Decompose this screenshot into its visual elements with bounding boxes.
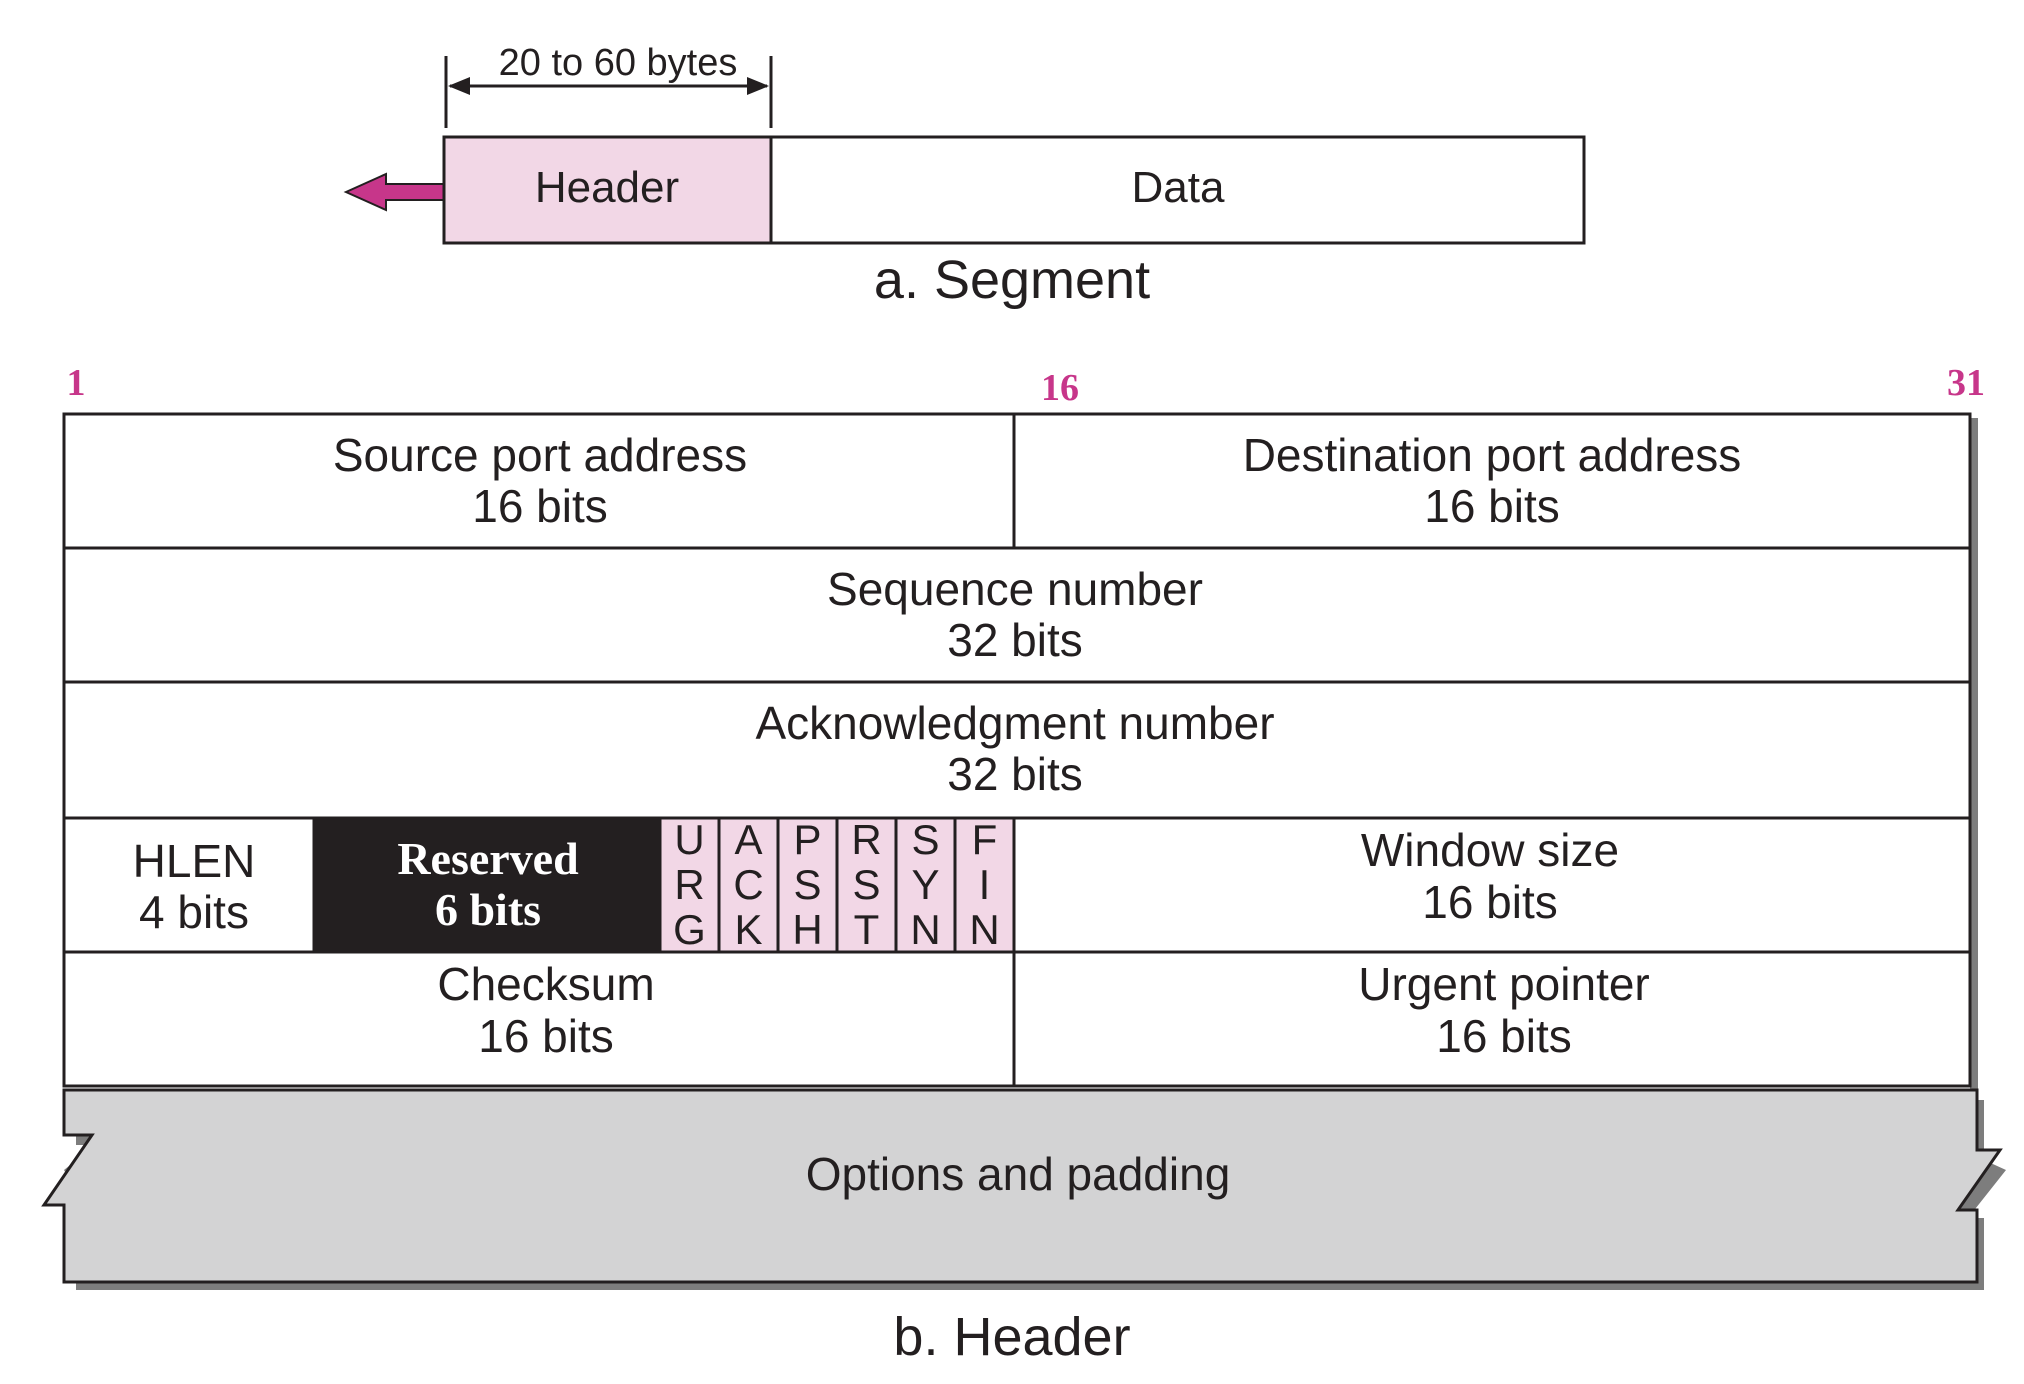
options-field: Options and padding bbox=[41, 1088, 2006, 1290]
flag-letter: R bbox=[674, 861, 704, 908]
options-box bbox=[41, 1088, 2003, 1284]
flag-cell bbox=[717, 816, 780, 954]
hlen-bits: 4 bits bbox=[139, 886, 249, 938]
acknowledgment-number-name: Acknowledgment number bbox=[755, 697, 1274, 749]
window-size-name: Window size bbox=[1361, 824, 1619, 876]
flag-letter: P bbox=[793, 816, 821, 863]
hlen-name: HLEN bbox=[133, 835, 256, 887]
table-shadow bbox=[1970, 418, 1978, 1094]
window-size-bits: 16 bits bbox=[1422, 876, 1558, 928]
flag-letter: G bbox=[673, 906, 706, 953]
header-figure: 1 16 31 Options and padding Source port … bbox=[41, 362, 2006, 1367]
segment-caption: a. Segment bbox=[874, 250, 1150, 310]
segment-header-label: Header bbox=[535, 163, 679, 212]
flag-letter: N bbox=[910, 906, 940, 953]
segment-data-box bbox=[769, 135, 1586, 245]
checksum-name: Checksum bbox=[437, 958, 654, 1010]
source-port-field bbox=[62, 412, 1016, 550]
flag-cell bbox=[776, 816, 839, 954]
segment-size-label: 20 to 60 bytes bbox=[499, 42, 738, 84]
checksum-bits: 16 bits bbox=[478, 1010, 614, 1062]
urgent-pointer-bits: 16 bits bbox=[1436, 1010, 1572, 1062]
bit-number-mid: 16 bbox=[1041, 367, 1079, 409]
source-port-bits: 16 bits bbox=[472, 480, 608, 532]
flag-letter: U bbox=[674, 816, 704, 863]
flag-letter: F bbox=[972, 816, 998, 863]
acknowledgment-number-bits: 32 bits bbox=[947, 748, 1083, 800]
header-caption: b. Header bbox=[893, 1307, 1130, 1367]
flag-letter: I bbox=[979, 861, 991, 908]
dimension-arrowhead-left bbox=[448, 77, 470, 95]
urgent-pointer-field bbox=[1012, 950, 1972, 1088]
flag-letter: A bbox=[734, 816, 762, 863]
destination-port-bits: 16 bits bbox=[1424, 480, 1560, 532]
flag-letter: R bbox=[851, 816, 881, 863]
source-port-name: Source port address bbox=[333, 429, 747, 481]
destination-port-field bbox=[1012, 412, 1972, 550]
header-row-ports: Source port address 16 bits Destination … bbox=[62, 412, 1972, 550]
header-row-sequence: Sequence number 32 bits bbox=[62, 546, 1972, 684]
options-label: Options and padding bbox=[806, 1148, 1231, 1200]
sequence-number-bits: 32 bits bbox=[947, 614, 1083, 666]
sequence-number-name: Sequence number bbox=[827, 563, 1203, 615]
segment-figure: 20 to 60 bytes Header Data a. Segment bbox=[343, 42, 1586, 310]
flag-letter: H bbox=[792, 906, 822, 953]
flag-letter: N bbox=[969, 906, 999, 953]
checksum-field bbox=[62, 950, 1016, 1088]
dimension-arrowhead-right bbox=[747, 77, 769, 95]
header-direction-arrow bbox=[343, 172, 445, 212]
flag-letter: T bbox=[854, 906, 880, 953]
reserved-field bbox=[312, 816, 662, 954]
reserved-bits: 6 bits bbox=[435, 884, 541, 935]
flag-letter: Y bbox=[911, 861, 939, 908]
reserved-name: Reserved bbox=[397, 833, 579, 884]
flag-letter: K bbox=[734, 906, 762, 953]
flag-letter: C bbox=[733, 861, 763, 908]
bit-number-start: 1 bbox=[67, 362, 86, 404]
segment-header-box bbox=[442, 135, 773, 245]
bit-number-end: 31 bbox=[1947, 362, 1985, 404]
header-row-acknowledgment: Acknowledgment number 32 bits bbox=[62, 680, 1972, 820]
sequence-number-field bbox=[62, 546, 1972, 684]
flag-letter: S bbox=[911, 816, 939, 863]
urgent-pointer-name: Urgent pointer bbox=[1358, 958, 1650, 1010]
flag-letter: S bbox=[793, 861, 821, 908]
destination-port-name: Destination port address bbox=[1243, 429, 1742, 481]
segment-data-label: Data bbox=[1132, 163, 1225, 212]
flag-letter: S bbox=[852, 861, 880, 908]
header-row-checksum: Checksum 16 bits Urgent pointer 16 bits bbox=[62, 950, 1972, 1088]
header-row-control: HLEN 4 bits Reserved 6 bits URGACKPSHRST… bbox=[62, 816, 1972, 954]
